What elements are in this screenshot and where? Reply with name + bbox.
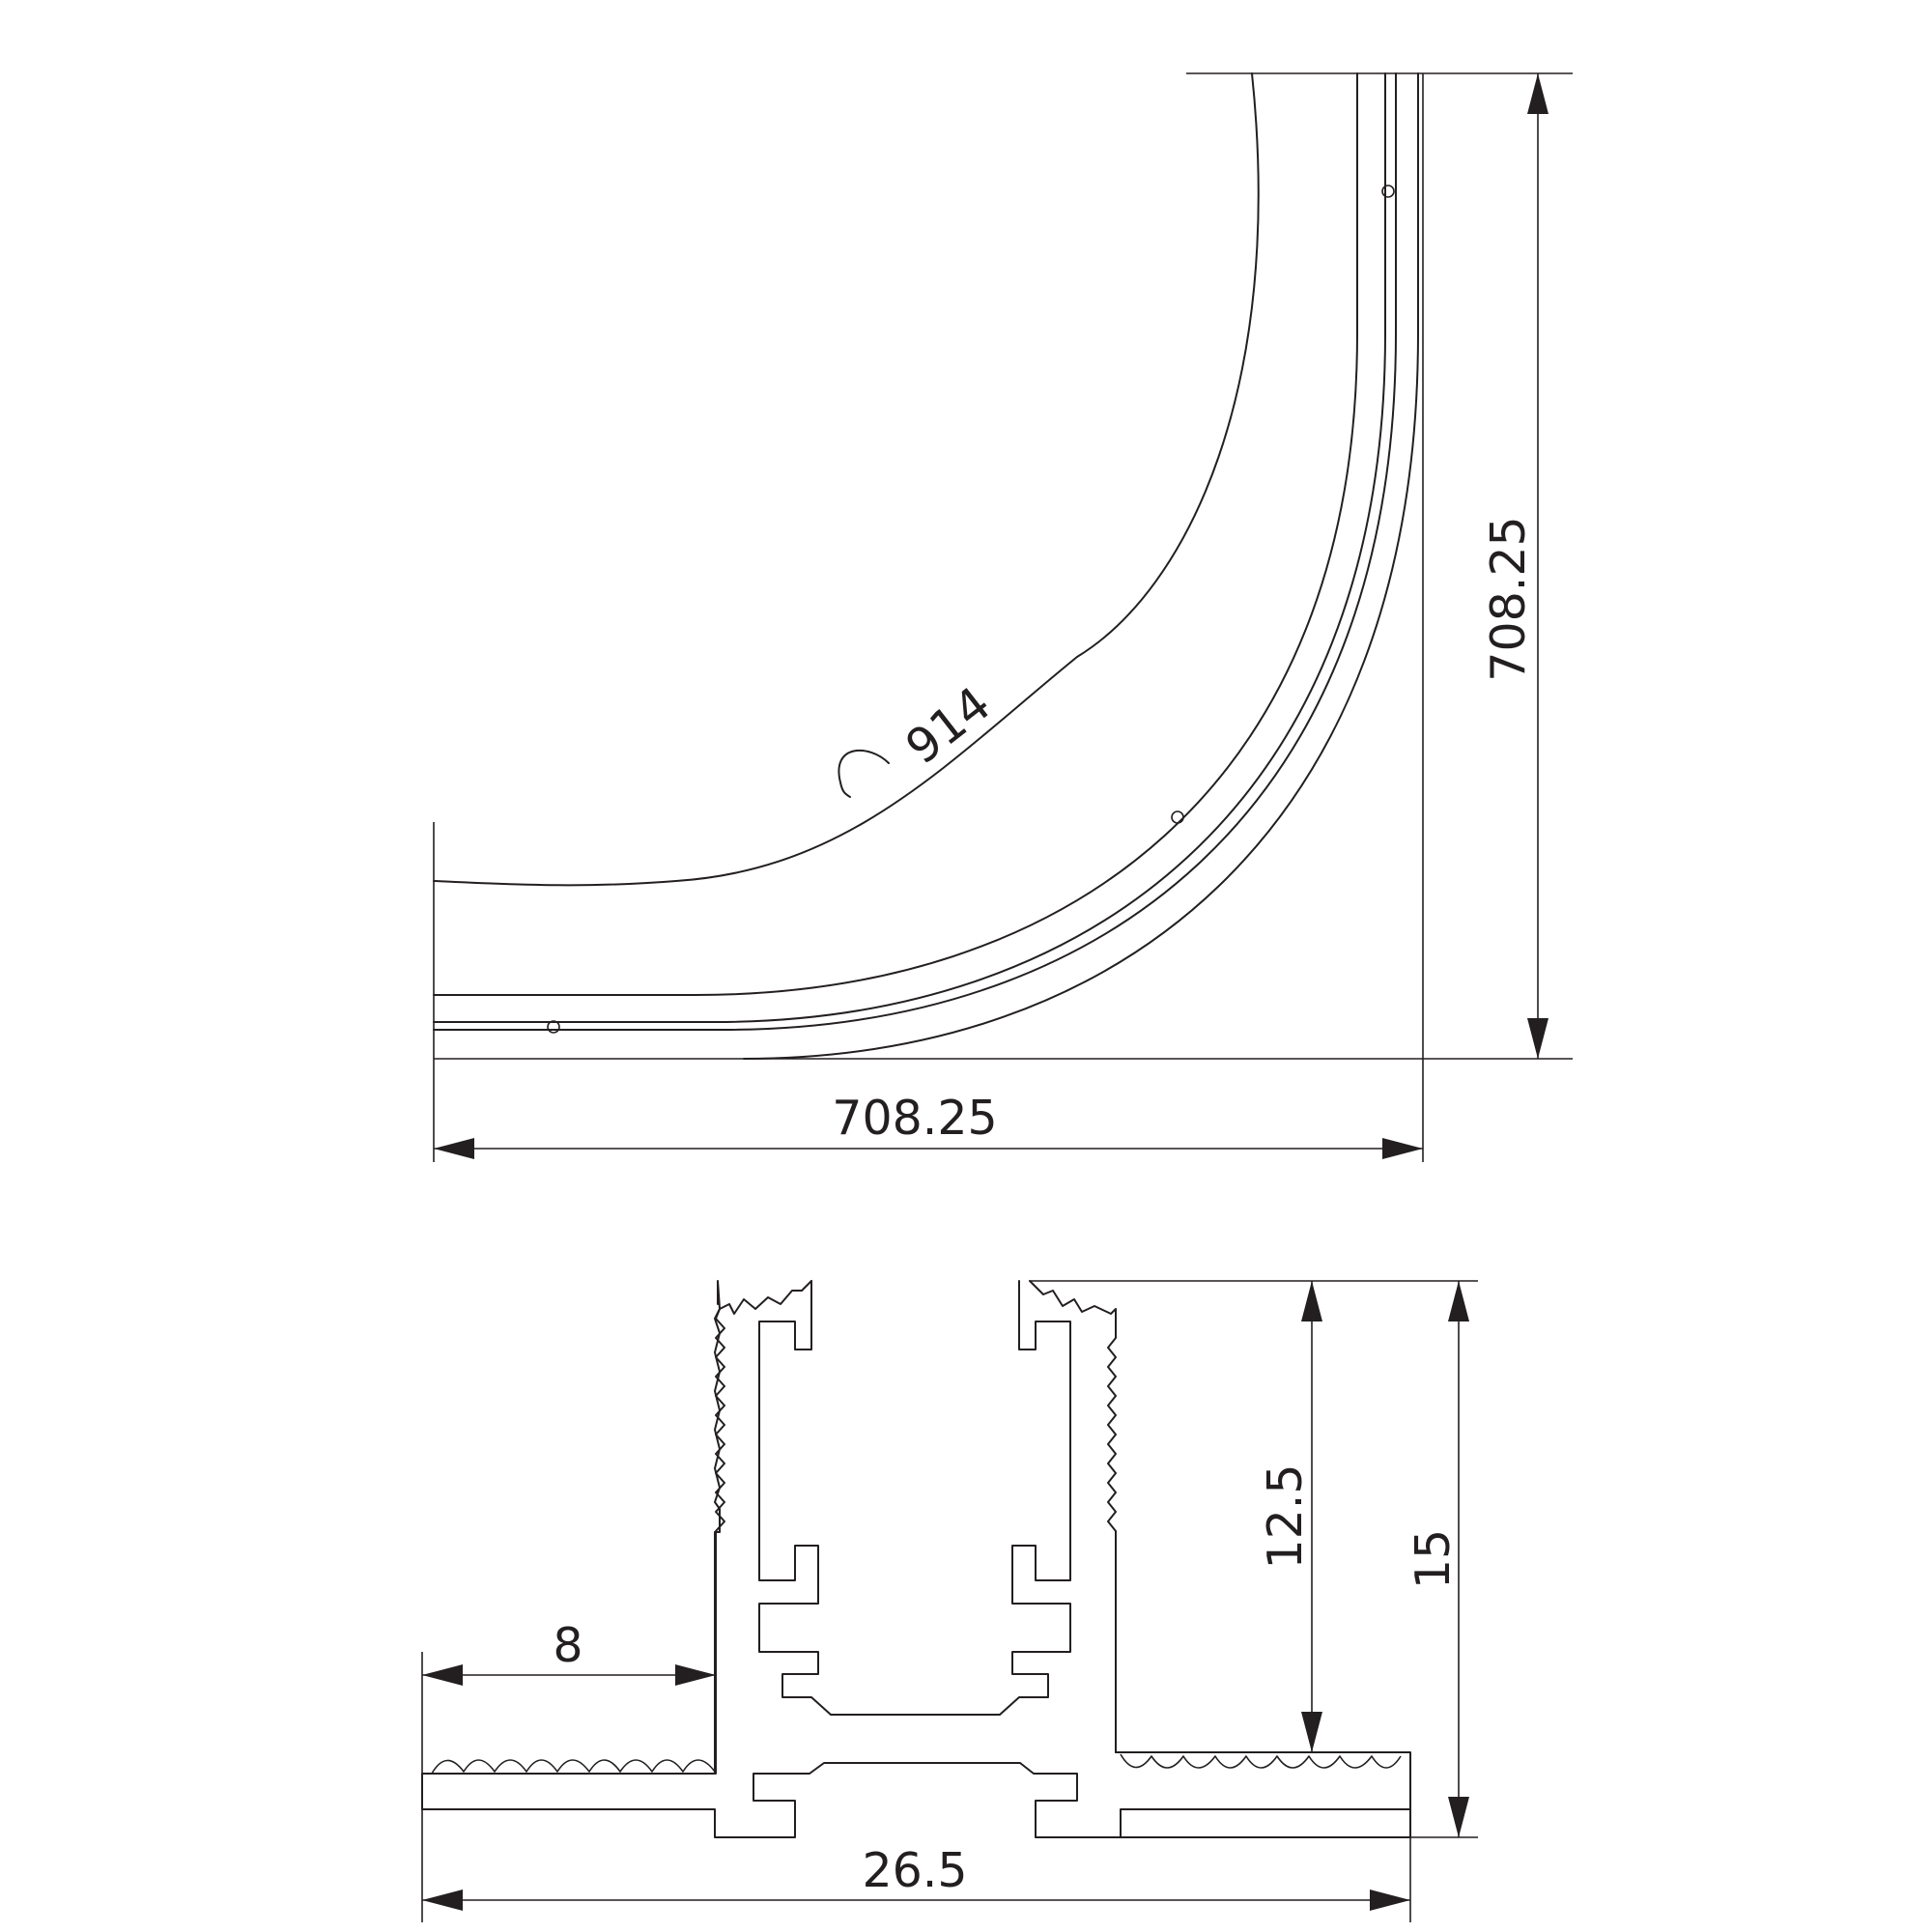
width-dim-label: 708.25 [832, 1091, 997, 1146]
height-dim-label: 708.25 [1481, 516, 1536, 681]
height-dim-arrow-bottom [1527, 1018, 1548, 1059]
outer-arc-1 [433, 72, 1358, 996]
screw-hole-top [1381, 185, 1395, 198]
inner-arc [433, 72, 1260, 887]
outer-arc-2 [433, 72, 1386, 1023]
top-view-corner-profile: 914 708.25 708.25 [433, 72, 1573, 1162]
flange-dim-arrow-left [422, 1664, 463, 1686]
radius-arc-symbol [838, 750, 890, 798]
outer-arc-4 [743, 72, 1419, 1060]
inner-height-arrow-top [1301, 1281, 1322, 1321]
flange-width-dimension: 8 [421, 1618, 716, 1922]
radius-label: 914 [895, 676, 1001, 776]
inner-height-dimension: 12.5 [1258, 1281, 1322, 1752]
total-height-arrow-bottom [1448, 1797, 1469, 1837]
cross-section-profile: 8 12.5 15 26.5 [421, 1280, 1478, 1922]
screw-hole-middle [1171, 810, 1184, 824]
right-wall-outer [1029, 1280, 1117, 1753]
total-height-arrow-top [1448, 1281, 1469, 1321]
height-dimension: 708.25 [1481, 73, 1548, 1059]
inner-height-arrow-bottom [1301, 1712, 1322, 1752]
width-dimension: 708.25 [434, 1091, 1423, 1159]
total-width-dim-label: 26.5 [862, 1843, 967, 1898]
left-flange [421, 1762, 1122, 1838]
total-height-dimension: 15 [1406, 1281, 1469, 1837]
total-width-arrow-right [1370, 1889, 1410, 1911]
flange-dim-arrow-right [675, 1664, 716, 1686]
left-flange-top [421, 1280, 721, 1809]
right-flange [1115, 1751, 1411, 1838]
total-width-arrow-left [422, 1889, 463, 1911]
total-height-dim-label: 15 [1406, 1529, 1461, 1589]
left-wall-top [801, 1280, 812, 1292]
left-wall-outer [715, 1290, 803, 1775]
flange-dim-label: 8 [553, 1618, 582, 1673]
total-width-dimension: 26.5 [422, 1837, 1411, 1922]
right-flange-serration [1120, 1753, 1402, 1769]
left-wall-inner [758, 1280, 1071, 1716]
inner-height-dim-label: 12.5 [1258, 1463, 1313, 1569]
height-dim-arrow-top [1527, 73, 1548, 114]
screw-hole-left [547, 1020, 560, 1034]
width-dim-arrow-left [434, 1138, 474, 1159]
outer-arc-3 [433, 72, 1397, 1031]
left-flange-serration [431, 1759, 716, 1775]
width-dim-arrow-right [1382, 1138, 1423, 1159]
